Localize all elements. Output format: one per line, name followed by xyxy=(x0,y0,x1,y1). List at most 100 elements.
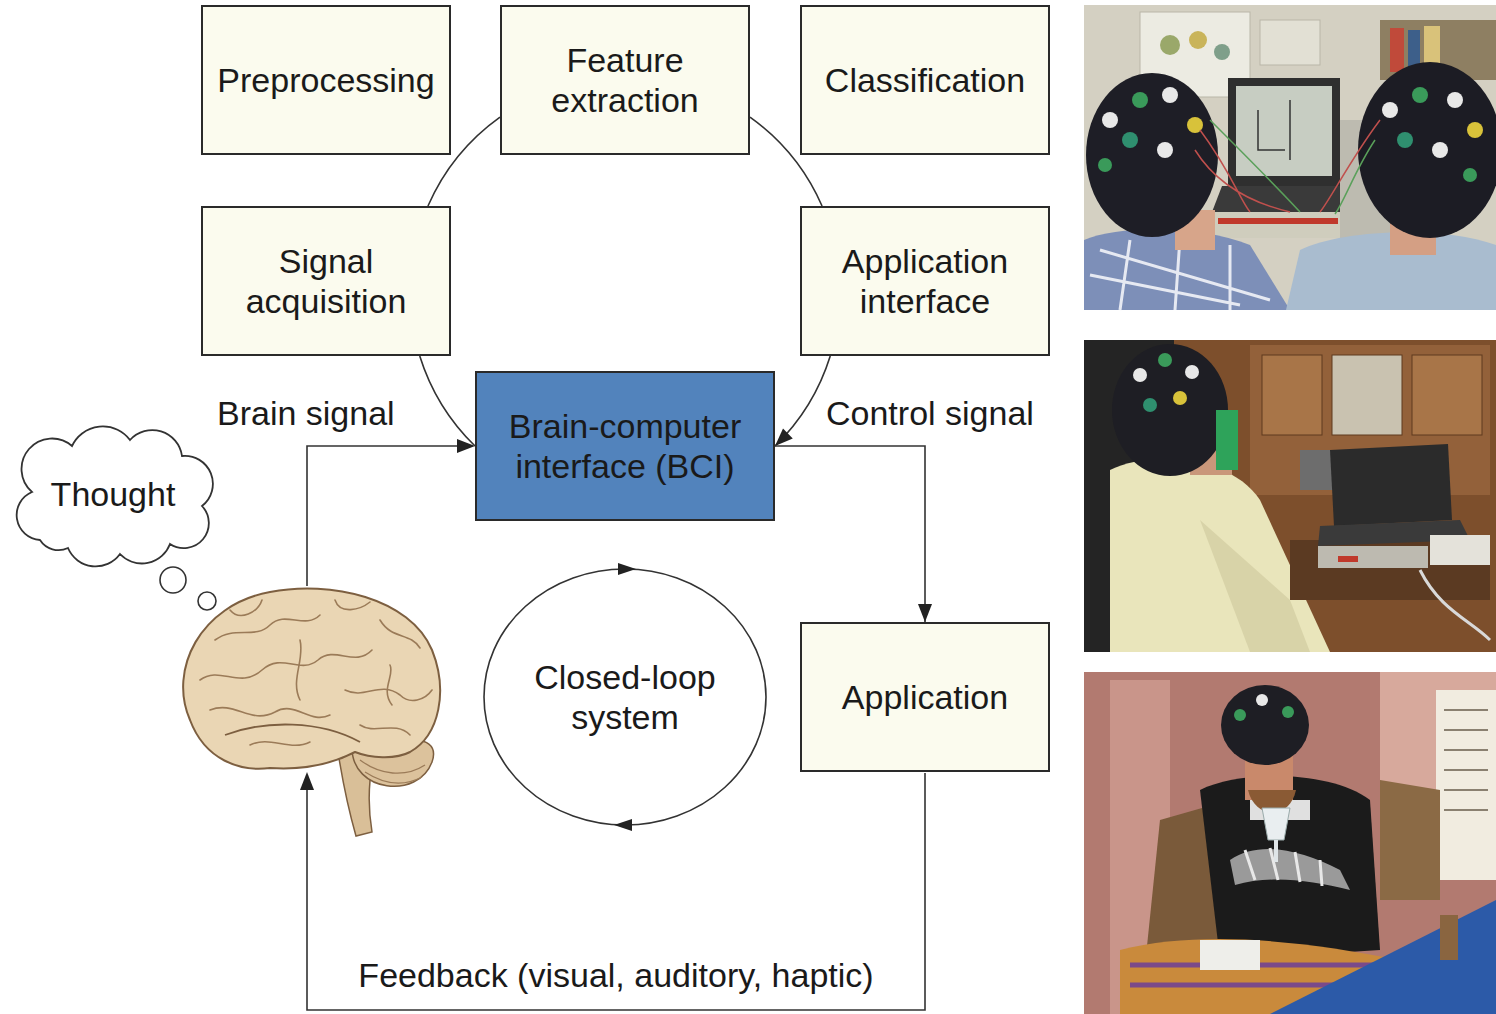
photo-orthosis-user xyxy=(1444,710,1488,810)
photo-two-users xyxy=(1447,92,1463,108)
brain-signal-line xyxy=(457,439,475,453)
photo-two-users xyxy=(1084,5,1496,310)
photo-two-users xyxy=(1358,62,1496,238)
photo-two-users xyxy=(1132,92,1148,108)
thought-bubbles xyxy=(160,567,186,593)
node-text: Thought xyxy=(51,474,176,514)
photo-two-users xyxy=(1260,20,1320,65)
photo-two-users xyxy=(1463,168,1477,182)
node-text: Closed-loop system xyxy=(520,657,730,737)
brain-illustration xyxy=(225,725,360,742)
photo-two-users xyxy=(1162,87,1178,103)
photo-home-user xyxy=(1420,570,1490,640)
photo-two-users xyxy=(1236,86,1332,176)
photo-two-users xyxy=(1102,112,1118,128)
process-box: Application interface xyxy=(800,206,1050,356)
photo-home-user xyxy=(1158,353,1172,367)
photo-home-user xyxy=(1185,365,1199,379)
photo-two-users xyxy=(1210,120,1375,214)
photo-orthosis-user xyxy=(1234,709,1246,721)
photo-two-users xyxy=(1412,87,1428,103)
photo-home-user xyxy=(1084,340,1496,652)
process-box: Preprocessing xyxy=(201,5,451,155)
brain-signal-line xyxy=(307,439,475,586)
photo-orthosis-user xyxy=(1274,840,1278,862)
photo-home-user xyxy=(1430,535,1490,565)
node-text: Signal acquisition xyxy=(213,241,439,321)
photo-orthosis-user xyxy=(1256,694,1268,706)
photo-home-user xyxy=(1216,410,1238,470)
photo-orthosis-user xyxy=(1084,672,1496,1014)
photo-orthosis-user xyxy=(1245,848,1322,886)
photo-home-user xyxy=(1330,444,1452,526)
connector xyxy=(775,446,925,622)
loop-arrowhead xyxy=(614,819,632,831)
photo-home-user xyxy=(1143,398,1157,412)
signal-label: Brain signal xyxy=(217,393,395,433)
photo-two-users xyxy=(1228,78,1340,186)
photo-two-users xyxy=(1218,218,1338,224)
node-text: Classification xyxy=(825,60,1025,100)
photo-home-user xyxy=(1338,556,1358,562)
photo-two-users xyxy=(1098,158,1112,172)
photo-orthosis-user xyxy=(1436,690,1496,880)
photo-orthosis-user xyxy=(1440,915,1458,960)
brain-illustration xyxy=(200,600,432,745)
photo-orthosis-user xyxy=(1270,900,1496,1014)
feedback-line xyxy=(300,772,925,1010)
circle-outline xyxy=(482,567,768,827)
photo-two-users xyxy=(1122,132,1138,148)
photo-two-users xyxy=(1382,102,1398,118)
photo-orthosis-user xyxy=(1380,780,1440,900)
photo-two-users xyxy=(1397,132,1413,148)
photo-home-user xyxy=(1262,355,1322,435)
feedback-line xyxy=(307,773,925,1010)
node-text: Application interface xyxy=(812,241,1038,321)
node-text: Feature extraction xyxy=(512,40,738,120)
photo-orthosis-user xyxy=(1084,672,1496,1014)
process-box: Classification xyxy=(800,5,1050,155)
photo-home-user xyxy=(1332,355,1402,435)
photo-orthosis-user xyxy=(1262,808,1290,840)
connector xyxy=(420,356,475,446)
photo-orthosis-user xyxy=(1200,940,1260,970)
process-box: Signal acquisition xyxy=(201,206,451,356)
photo-two-users xyxy=(1160,35,1180,55)
loop-arrowhead xyxy=(618,563,636,575)
photo-orthosis-user xyxy=(1221,685,1309,765)
photo-home-user xyxy=(1133,368,1147,382)
node-text: Preprocessing xyxy=(217,60,434,100)
brain-illustration xyxy=(183,588,440,836)
photo-two-users xyxy=(1467,122,1483,138)
photo-two-users xyxy=(1212,212,1358,238)
photo-two-users xyxy=(1432,142,1448,158)
photo-two-users xyxy=(1157,142,1173,158)
brain-signal-line xyxy=(307,446,459,586)
thought-bubbles xyxy=(198,592,216,610)
photo-home-user xyxy=(1112,344,1228,476)
photo-home-user xyxy=(1318,546,1428,568)
connector xyxy=(775,356,830,446)
node-text: Brain-computer interface (BCI) xyxy=(487,406,763,486)
photo-two-users xyxy=(1214,44,1230,60)
feedback-label: Feedback (visual, auditory, haptic) xyxy=(307,955,925,995)
photo-home-user xyxy=(1173,391,1187,405)
brain-illustration xyxy=(183,588,440,768)
arrowhead xyxy=(918,604,932,622)
process-box: Feature extraction xyxy=(500,5,750,155)
feedback-line xyxy=(300,772,314,790)
arrowhead xyxy=(775,428,793,446)
photo-two-users xyxy=(1189,31,1207,49)
node-text: Application xyxy=(842,677,1008,717)
bci-box: Brain-computer interface (BCI) xyxy=(475,371,775,521)
cloud-outline xyxy=(17,426,213,566)
brain-illustration xyxy=(360,760,425,783)
process-box: Application xyxy=(800,622,1050,772)
photo-home-user xyxy=(1412,355,1482,435)
signal-label: Control signal xyxy=(826,393,1034,433)
loop-circle: Closed-loop system xyxy=(482,567,768,827)
thought-cloud: Thought xyxy=(0,420,226,568)
photo-orthosis-user xyxy=(1282,706,1294,718)
thought-bubbles xyxy=(160,567,216,610)
photo-two-users xyxy=(1390,28,1404,72)
